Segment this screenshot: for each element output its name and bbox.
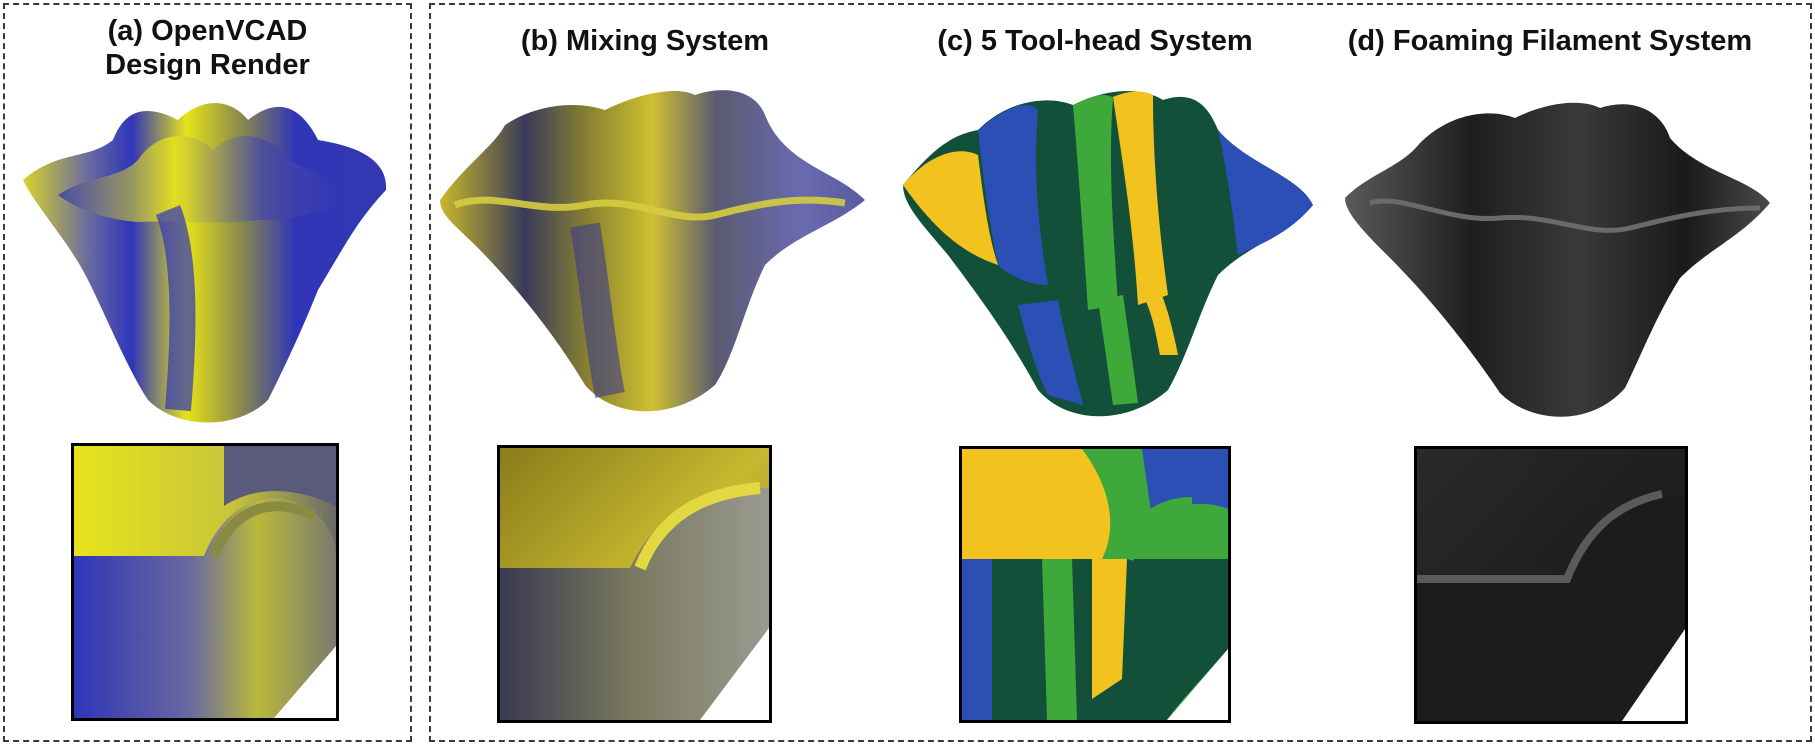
panel-b-title: (b) Mixing System xyxy=(460,24,830,58)
render-vase-image xyxy=(18,100,398,430)
panel-bcd-frame xyxy=(429,3,1812,742)
panel-b-title-line1: (b) Mixing System xyxy=(520,25,770,57)
mixing-vase-image xyxy=(435,85,875,420)
foaming-zoom-inset xyxy=(1414,446,1688,724)
panel-c-title-line1: (c) 5 Tool-head System xyxy=(937,25,1253,57)
panel-a-frame xyxy=(3,3,412,742)
panel-d-title-line1: (d) Foaming Filament System xyxy=(1347,25,1753,57)
panel-d-title: (d) Foaming Filament System xyxy=(1320,24,1780,58)
mixing-zoom-inset xyxy=(497,445,772,723)
panel-a-title-line1: (a) OpenVCAD xyxy=(107,15,308,47)
toolhead-zoom-inset xyxy=(959,446,1231,723)
panel-a-title: (a) OpenVCAD Design Render xyxy=(20,14,395,82)
render-zoom-inset xyxy=(71,443,339,721)
toolhead-vase-image xyxy=(898,85,1318,425)
panel-c-title: (c) 5 Tool-head System xyxy=(890,24,1300,58)
panel-a-title-line2: Design Render xyxy=(105,49,310,81)
foaming-vase-image xyxy=(1340,88,1780,428)
